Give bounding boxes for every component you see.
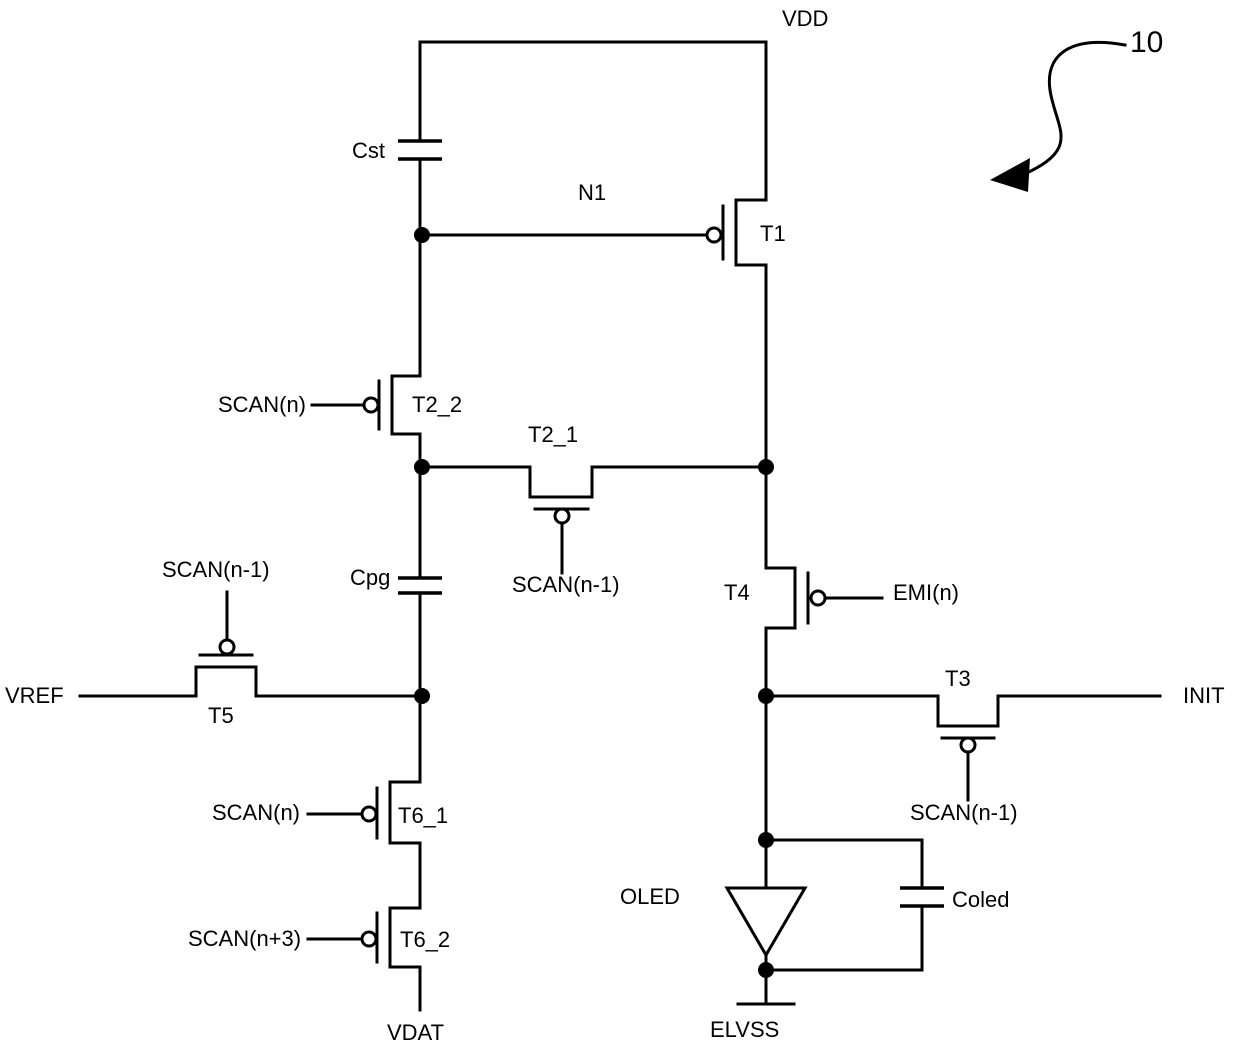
t6-1-label: T6_1 (398, 803, 448, 828)
cst-label: Cst (352, 138, 385, 163)
junction-dots (414, 227, 774, 978)
scan-nm1-t5-label: SCAN(n-1) (162, 557, 270, 582)
oled-diode (727, 888, 805, 955)
t6-1-transistor (308, 782, 390, 843)
t1-label: T1 (760, 221, 786, 246)
t1-drain-wire (736, 265, 795, 568)
init-label: INIT (1183, 683, 1225, 708)
t3-label: T3 (945, 666, 971, 691)
t2-1-label: T2_1 (528, 422, 578, 447)
coled-label: Coled (952, 887, 1009, 912)
n1-left-wire (392, 159, 420, 376)
oled-label: OLED (620, 884, 680, 909)
t2-2-transistor (312, 376, 392, 434)
t2-1-wire (420, 467, 766, 497)
vdat-wire (390, 967, 420, 1010)
scan-nm1-t3-label: SCAN(n-1) (910, 800, 1018, 825)
n1-label: N1 (578, 180, 606, 205)
cpg-label: Cpg (350, 565, 390, 590)
wires (80, 42, 1160, 1010)
cst-capacitor (398, 141, 442, 159)
t2-1-transistor (535, 509, 588, 573)
scan-np3-t6-2-label: SCAN(n+3) (188, 926, 301, 951)
t1-transistor (707, 200, 736, 265)
vdd-rail (420, 42, 766, 200)
coled-top-wire (766, 840, 922, 888)
t4-label: T4 (724, 580, 750, 605)
t6-link-wire (390, 843, 420, 908)
init-wire (766, 696, 1160, 726)
vref-wire (80, 667, 420, 696)
t4-drain-wire (766, 628, 795, 888)
t4-transistor (795, 568, 882, 628)
vdat-label: VDAT (387, 1020, 444, 1045)
t2-2-label: T2_2 (412, 392, 462, 417)
cpg-capacitor (398, 578, 442, 593)
t3-transistor (942, 738, 994, 800)
emi-n-label: EMI(n) (893, 580, 959, 605)
vref-label: VREF (5, 683, 64, 708)
scan-n-t2-2-label: SCAN(n) (218, 392, 306, 417)
cpg-bottom-wire (390, 593, 420, 782)
vdd-label: VDD (782, 6, 828, 31)
t5-label: T5 (208, 703, 234, 728)
t2-2-source-wire (392, 434, 420, 578)
reference-number: 10 (1130, 26, 1163, 59)
elvss-label: ELVSS (710, 1017, 779, 1042)
coled-capacitor (900, 888, 944, 906)
t6-2-transistor (308, 908, 390, 967)
reference-arrow (990, 42, 1125, 192)
scan-nm1-t2-1-label: SCAN(n-1) (512, 572, 620, 597)
t5-transistor (200, 592, 252, 655)
scan-n-t6-1-label: SCAN(n) (212, 800, 300, 825)
t6-2-label: T6_2 (400, 927, 450, 952)
